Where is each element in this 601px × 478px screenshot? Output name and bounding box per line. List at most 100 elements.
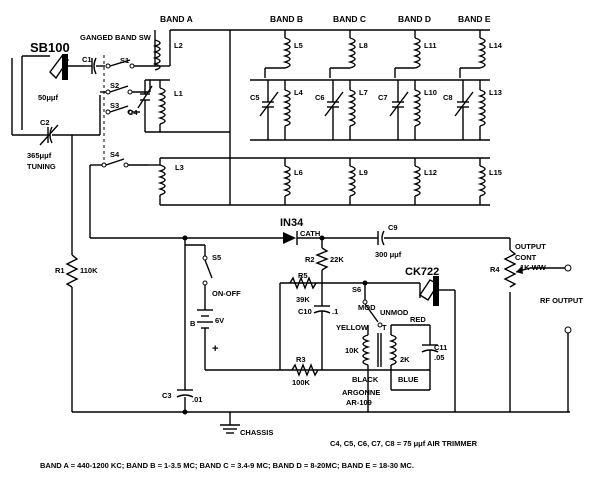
label-c4: C4 <box>128 108 138 117</box>
label-band-b: BAND B <box>270 14 303 24</box>
switch-s6 <box>362 299 383 328</box>
switch-s4 <box>101 158 148 168</box>
label-chassis: CHASSIS <box>240 428 273 437</box>
label-l11: L11 <box>424 41 437 50</box>
label-l8: L8 <box>359 41 368 50</box>
capacitor-c11 <box>421 325 439 390</box>
label-tuning: TUNING <box>27 162 56 171</box>
label-r4: R4 <box>490 265 500 274</box>
resistor-r4 <box>503 249 531 288</box>
label-c11-value: .05 <box>434 353 444 362</box>
label-c8: C8 <box>443 93 453 102</box>
coil-l2 <box>152 30 161 71</box>
label-cap365: 365μμf <box>27 151 52 160</box>
battery-b <box>197 309 213 329</box>
resistor-r2 <box>315 247 329 271</box>
label-r4-value: 1K WW <box>520 263 547 272</box>
label-note-trimmer: C4, C5, C6, C7, C8 = 75 μμf AIR TRIMMER <box>330 439 478 448</box>
label-cont: CONT <box>515 253 537 262</box>
label-output: OUTPUT <box>515 242 546 251</box>
capacitor-c9 <box>377 230 385 246</box>
label-r1: R1 <box>55 266 65 275</box>
label-mod: MOD <box>358 303 376 312</box>
capacitor-c1 <box>85 57 105 75</box>
label-in34: IN34 <box>280 217 304 229</box>
label-r3: R3 <box>296 355 306 364</box>
label-r1-value: 110K <box>80 266 98 275</box>
label-r5-value: 39K <box>296 295 310 304</box>
label-red: RED <box>410 315 426 324</box>
transistor-ck722 <box>419 276 456 412</box>
switch-s5 <box>202 255 213 286</box>
label-band-a: BAND A <box>160 14 193 24</box>
coil-l3 <box>157 158 166 205</box>
switch-s1 <box>105 59 155 69</box>
label-c6: C6 <box>315 93 325 102</box>
label-r2-value: 22K <box>330 255 344 264</box>
label-l10: L10 <box>424 88 437 97</box>
label-onoff: ON-OFF <box>212 289 241 298</box>
label-l6: L6 <box>294 168 303 177</box>
label-c7: C7 <box>378 93 388 102</box>
capacitor-c2-tuning <box>39 124 100 146</box>
label-s6: S6 <box>352 285 361 294</box>
label-ck722: CK722 <box>405 266 439 278</box>
label-l14: L14 <box>489 41 503 50</box>
label-c10-value: .1 <box>332 307 338 316</box>
label-c10: C10 <box>298 307 312 316</box>
label-unmod: UNMOD <box>380 308 409 317</box>
label-l9: L9 <box>359 168 368 177</box>
switch-s2 <box>100 85 150 95</box>
label-c5: C5 <box>250 93 260 102</box>
label-s3: S3 <box>110 101 119 110</box>
resistor-r5 <box>289 276 317 290</box>
label-l1: L1 <box>174 89 183 98</box>
capacitor-c3 <box>176 389 194 398</box>
transformer-t <box>362 333 397 367</box>
label-c9: C9 <box>388 223 398 232</box>
band-coils <box>250 30 490 205</box>
rf-output-terminal[interactable] <box>564 264 572 272</box>
label-s5: S5 <box>212 253 221 262</box>
label-l4: L4 <box>294 88 304 97</box>
label-r5: R5 <box>298 271 308 280</box>
capacitor-c10 <box>313 283 331 370</box>
label-c3: C3 <box>162 391 172 400</box>
label-band-e: BAND E <box>458 14 491 24</box>
label-10k: 10K <box>345 346 359 355</box>
rf-output-ground-terminal[interactable] <box>564 326 572 334</box>
diode-1n34 <box>283 231 298 245</box>
label-note-bands: BAND A = 440-1200 KC; BAND B = 1-3.5 MC;… <box>40 461 414 470</box>
label-c2: C2 <box>40 118 50 127</box>
label-blue: BLUE <box>398 375 418 384</box>
label-ganged: GANGED BAND SW <box>80 33 152 42</box>
label-c11: C11 <box>434 343 447 352</box>
label-black: BLACK <box>352 375 379 384</box>
label-argonne: ARGONNE <box>342 388 380 397</box>
resistor-r3 <box>291 363 319 377</box>
label-ar109: AR-109 <box>346 398 372 407</box>
label-r3-value: 100K <box>292 378 311 387</box>
label-s4: S4 <box>110 150 120 159</box>
label-plus: + <box>212 343 218 355</box>
label-sb100: SB100 <box>30 40 70 55</box>
label-l12: L12 <box>424 168 437 177</box>
label-b-value: 6V <box>215 316 224 325</box>
label-cath: CATH <box>300 229 320 238</box>
label-l13: L13 <box>489 88 502 97</box>
label-t: T <box>382 323 387 332</box>
label-l2: L2 <box>174 41 183 50</box>
switch-s3 <box>105 105 140 115</box>
label-b: B <box>190 319 196 328</box>
label-r2: R2 <box>305 255 315 264</box>
crystal-sb100 <box>21 54 85 118</box>
label-l15: L15 <box>489 168 502 177</box>
label-c9-value: 300 μμf <box>375 250 402 259</box>
resistor-r1 <box>65 254 79 288</box>
label-band-c: BAND C <box>333 14 366 24</box>
label-2k: 2K <box>400 355 410 364</box>
coil-l1 <box>157 80 166 132</box>
label-s2: S2 <box>110 81 119 90</box>
